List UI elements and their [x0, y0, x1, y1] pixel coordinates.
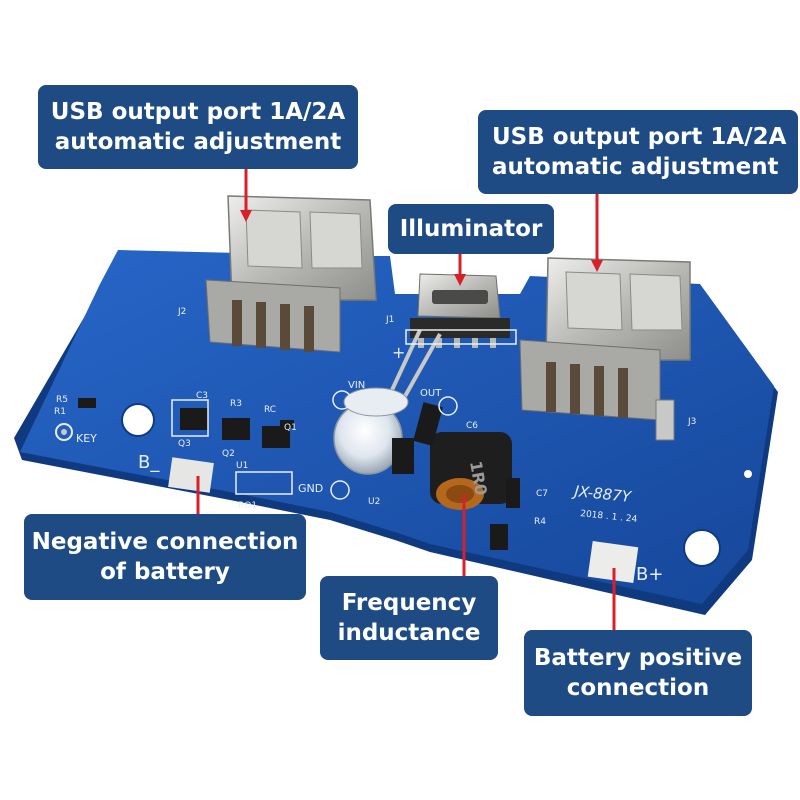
- label-c6: C6: [466, 421, 478, 431]
- callout-illuminator: Illuminator: [388, 204, 554, 254]
- led-illuminator: [333, 329, 442, 475]
- callout-line: Frequency: [341, 590, 477, 616]
- label-ro1: RO1: [238, 501, 257, 511]
- usb-port-left: [205, 195, 377, 353]
- label-rc: RC: [264, 405, 276, 415]
- callout-frequency-inductance: Frequency inductance: [320, 576, 498, 660]
- mounting-hole: [683, 529, 721, 567]
- label-b-plus: B+: [636, 564, 663, 585]
- label-gnd: GND: [298, 482, 323, 495]
- label-j1: J1: [385, 315, 394, 325]
- callout-line: connection: [566, 675, 710, 701]
- callout-usb-output-right: USB output port 1A/2A automatic adjustme…: [478, 110, 798, 194]
- label-c7: C7: [536, 489, 548, 499]
- callout-line: automatic adjustment: [54, 129, 342, 155]
- label-j3: J3: [687, 417, 696, 427]
- ic-chips: [78, 398, 520, 550]
- usb-port-right: [519, 257, 691, 441]
- label-vin: VIN: [348, 380, 365, 391]
- callout-line: USB output port 1A/2A: [492, 124, 787, 150]
- key-pad-center: [61, 429, 67, 435]
- label-q1: Q1: [284, 423, 297, 433]
- inductor: 1R0: [430, 432, 512, 510]
- label-plus: +: [392, 343, 405, 362]
- label-u2: U2: [368, 497, 380, 507]
- callout-battery-positive: Battery positive connection: [524, 630, 752, 716]
- battery-negative-pad: [168, 457, 214, 493]
- callout-usb-output-left: USB output port 1A/2A automatic adjustme…: [38, 85, 358, 169]
- callout-line: USB output port 1A/2A: [50, 99, 346, 125]
- mounting-hole: [121, 403, 155, 437]
- battery-positive-pad: [587, 540, 639, 584]
- callout-battery-negative: Negative connection of battery: [24, 514, 306, 600]
- label-r3: R3: [230, 399, 242, 409]
- label-q3: Q3: [178, 439, 191, 449]
- callout-line: of battery: [100, 559, 230, 585]
- callout-line: Battery positive: [533, 645, 743, 671]
- silkscreen: J2 J1 J3 R5 R1 KEY C3 R3 RC Q3 Q2 Q1 U1 …: [54, 307, 696, 585]
- label-out: OUT: [420, 388, 442, 399]
- callout-line: automatic adjustment: [492, 154, 779, 180]
- label-r4: R4: [534, 517, 546, 527]
- callout-line: inductance: [337, 620, 481, 646]
- micro-usb-port: [410, 273, 510, 348]
- label-u1: U1: [236, 461, 248, 471]
- callout-arrows: [196, 169, 616, 630]
- callout-line: Negative connection: [31, 529, 299, 555]
- silkscreen-outlines: [171, 329, 517, 500]
- label-r5: R5: [56, 395, 68, 405]
- callout-line: Illuminator: [399, 216, 543, 242]
- label-j2: J2: [177, 307, 186, 317]
- label-key: KEY: [76, 432, 97, 445]
- label-r1: R1: [54, 407, 66, 417]
- label-q2: Q2: [222, 449, 235, 459]
- label-b-minus: B_: [138, 452, 160, 473]
- key-pad: [55, 423, 73, 441]
- label-c3: C3: [196, 391, 208, 401]
- mounting-hole: [744, 470, 752, 478]
